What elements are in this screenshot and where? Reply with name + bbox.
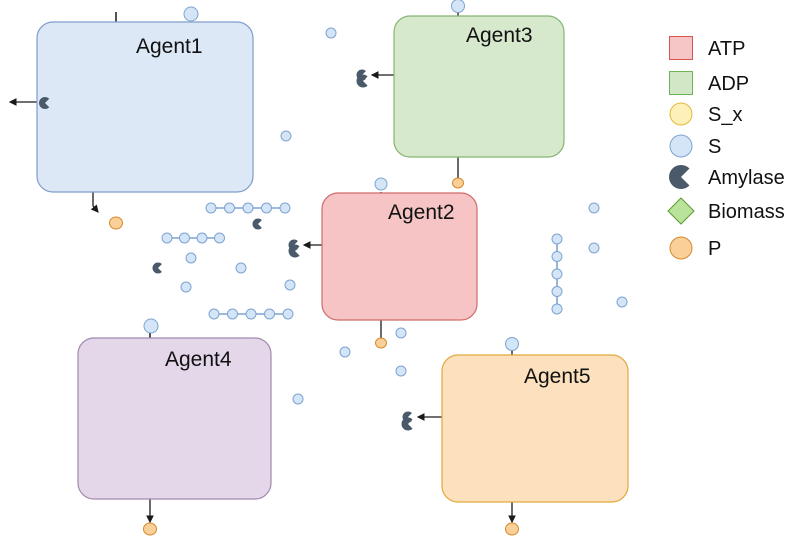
s-molecule-icon: [264, 308, 275, 320]
s-molecule-icon: [451, 0, 465, 13]
legend-item-amylase: Amylase: [668, 165, 785, 189]
amylase-pacman-icon: [152, 262, 162, 274]
s-molecule-icon: [339, 346, 351, 358]
s-molecule-icon: [208, 308, 220, 320]
s-molecule-icon: [205, 202, 217, 214]
agent-box-background: [321, 192, 478, 321]
agent-box-1: Agent1: [36, 21, 254, 193]
amylase-pacman-icon: [356, 74, 368, 88]
s-molecule-icon: [242, 202, 254, 214]
s-molecule-icon: [551, 251, 563, 262]
amylase-pacman-icon: [668, 165, 690, 189]
s-molecule-icon: [196, 232, 208, 244]
s-molecule-icon: [161, 232, 173, 244]
agent-label: Agent4: [165, 348, 232, 371]
s-molecule-icon: [143, 318, 159, 334]
s-molecule-icon: [588, 202, 600, 214]
s-molecule-icon: [395, 327, 407, 339]
legend-item-p: P: [669, 236, 721, 260]
s-molecule-icon: [551, 286, 563, 297]
s-molecule-icon: [616, 296, 628, 308]
agent-box-background: [36, 21, 254, 193]
export-arrow-agent1: [90, 204, 99, 213]
floating-molecules-layer: [39, 0, 628, 536]
agent-box-3: Agent2: [321, 192, 478, 321]
adp-legend-icon: [669, 71, 693, 95]
legend-label: S: [708, 136, 721, 158]
s-molecule-icon: [179, 232, 190, 244]
agent-box-4: Agent4: [77, 337, 272, 500]
legend-item-s: S: [669, 134, 721, 158]
sx-legend-icon: [669, 102, 693, 126]
legend-item-adp: ADP: [669, 71, 749, 95]
s-molecule-icon: [292, 393, 304, 405]
legend-label: S_x: [708, 104, 742, 126]
legend-item-s-x: S_x: [669, 102, 742, 126]
s-molecule-icon: [374, 177, 388, 191]
s-molecule-icon: [214, 232, 225, 244]
legend-label: P: [708, 238, 721, 260]
starch-chain: [205, 202, 291, 214]
amylase-pacman-icon: [401, 417, 413, 431]
s-molecule-icon: [185, 252, 197, 264]
s-molecule-icon: [235, 262, 247, 274]
s-molecule-icon: [261, 202, 272, 214]
s-molecule-icon: [505, 337, 519, 351]
legend-item-biomass: Biomass: [667, 197, 785, 225]
amylase-pacman-icon: [39, 97, 50, 110]
s-molecule-icon: [227, 308, 238, 320]
starch-chain: [161, 232, 225, 244]
amylase-pacman-icon: [288, 244, 300, 258]
p-product-icon: [375, 337, 387, 349]
starch-chain: [208, 308, 294, 320]
biomass-diamond-icon: [667, 197, 695, 225]
s-molecule-icon: [224, 202, 235, 214]
s-molecule-icon: [551, 268, 563, 280]
legend-label: ADP: [708, 73, 749, 95]
s-molecule-icon: [284, 279, 296, 291]
atp-legend-icon: [669, 36, 693, 60]
agent-box-5: Agent5: [441, 354, 629, 503]
p-legend-icon: [669, 236, 693, 260]
p-product-icon: [452, 177, 464, 189]
legend-item-atp: ATP: [669, 36, 745, 60]
starch-chain: [551, 233, 563, 315]
legend-label: ATP: [708, 38, 745, 60]
s-molecule-icon: [280, 130, 292, 142]
agent-box-2: Agent3: [393, 15, 565, 158]
p-product-icon: [143, 522, 157, 536]
p-product-icon: [109, 216, 123, 230]
agent-label: Agent2: [388, 201, 455, 224]
agent-box-background: [393, 15, 565, 158]
s-molecule-icon: [588, 242, 600, 254]
s-molecule-icon: [245, 308, 257, 320]
s-molecule-icon: [282, 308, 294, 320]
p-product-icon: [505, 522, 519, 536]
s-molecule-icon: [551, 233, 563, 245]
amylase-pacman-icon: [252, 218, 262, 230]
legend-label: Amylase: [708, 167, 785, 189]
s-molecule-icon: [180, 281, 192, 293]
s-molecule-icon: [183, 6, 199, 22]
agent-box-background: [441, 354, 629, 503]
s-molecule-icon: [395, 365, 407, 377]
agent-label: Agent5: [524, 365, 591, 388]
s-molecule-icon: [279, 202, 291, 214]
agent-label: Agent3: [466, 24, 533, 47]
legend-label: Biomass: [708, 201, 785, 223]
s-legend-icon: [669, 134, 693, 158]
agent-box-background: [77, 337, 272, 500]
agent-label: Agent1: [136, 35, 203, 58]
s-molecule-icon: [551, 303, 563, 315]
s-molecule-icon: [325, 27, 337, 39]
